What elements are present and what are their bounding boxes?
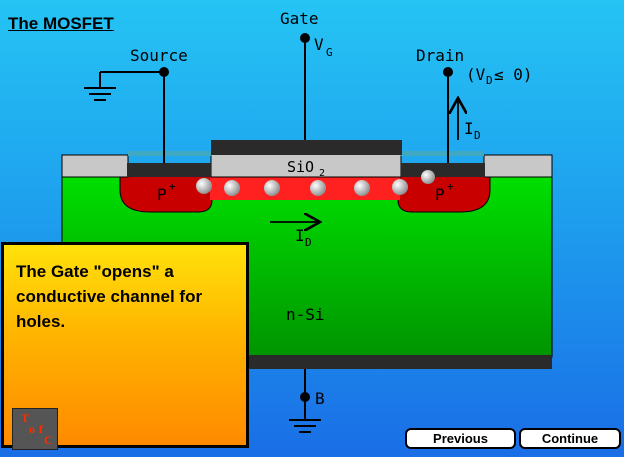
previous-button[interactable]: Previous	[405, 428, 516, 449]
drain-terminal	[443, 67, 453, 77]
info-panel: The Gate "opens" a conductive channel fo…	[1, 242, 249, 450]
source-ground-icon	[84, 87, 116, 101]
drain-current-label: I	[464, 119, 474, 138]
holes	[196, 170, 435, 196]
hole	[264, 180, 280, 196]
body-ground-icon	[289, 419, 321, 433]
channel-current-subscript: D	[305, 236, 312, 249]
source-p-label: P	[157, 185, 167, 204]
gate-terminal	[300, 33, 310, 43]
vd-label-open: (V	[466, 65, 486, 84]
gate-contact	[211, 140, 402, 155]
hole	[354, 180, 370, 196]
drain-p-superscript: +	[447, 180, 454, 193]
hole	[421, 170, 435, 184]
oxide-subscript: 2	[319, 168, 325, 179]
toc-letter-t: T	[21, 411, 30, 425]
field-oxide-left	[61, 154, 129, 178]
vg-subscript: G	[326, 46, 333, 59]
vd-label-close: ≤ 0)	[494, 65, 533, 84]
toc-letter-c: C	[44, 433, 53, 447]
vd-subscript: D	[486, 74, 493, 87]
field-oxide-right	[483, 154, 553, 178]
continue-button[interactable]: Continue	[519, 428, 621, 449]
drain-current-subscript: D	[474, 129, 481, 142]
source-p-superscript: +	[169, 180, 176, 193]
source-terminal	[159, 67, 169, 77]
page-title: The MOSFET	[8, 14, 114, 33]
hole	[196, 178, 212, 194]
body-label: B	[315, 389, 325, 408]
source-p-region	[119, 174, 213, 213]
drain-label: Drain	[416, 46, 464, 65]
table-of-contents-button[interactable]: T o f C	[12, 408, 58, 450]
substrate-label: n-Si	[286, 305, 325, 324]
toc-letter-f: f	[39, 422, 43, 436]
info-text: The Gate "opens" a conductive channel fo…	[16, 262, 203, 331]
gate-label: Gate	[280, 9, 319, 28]
body-terminal	[300, 392, 310, 402]
drain-p-label: P	[435, 185, 445, 204]
oxide-edge-right	[400, 151, 484, 156]
source-label: Source	[130, 46, 188, 65]
vg-label: V	[314, 35, 324, 54]
hole	[224, 180, 240, 196]
hole	[310, 180, 326, 196]
source-contact	[127, 163, 211, 177]
drain-p-region	[397, 174, 491, 213]
oxide-edge-left	[128, 151, 212, 156]
drain-contact	[401, 163, 485, 177]
oxide-label: SiO	[287, 158, 314, 176]
hole	[392, 179, 408, 195]
toc-letter-o: o	[29, 422, 35, 436]
channel-current-label: I	[295, 226, 305, 245]
